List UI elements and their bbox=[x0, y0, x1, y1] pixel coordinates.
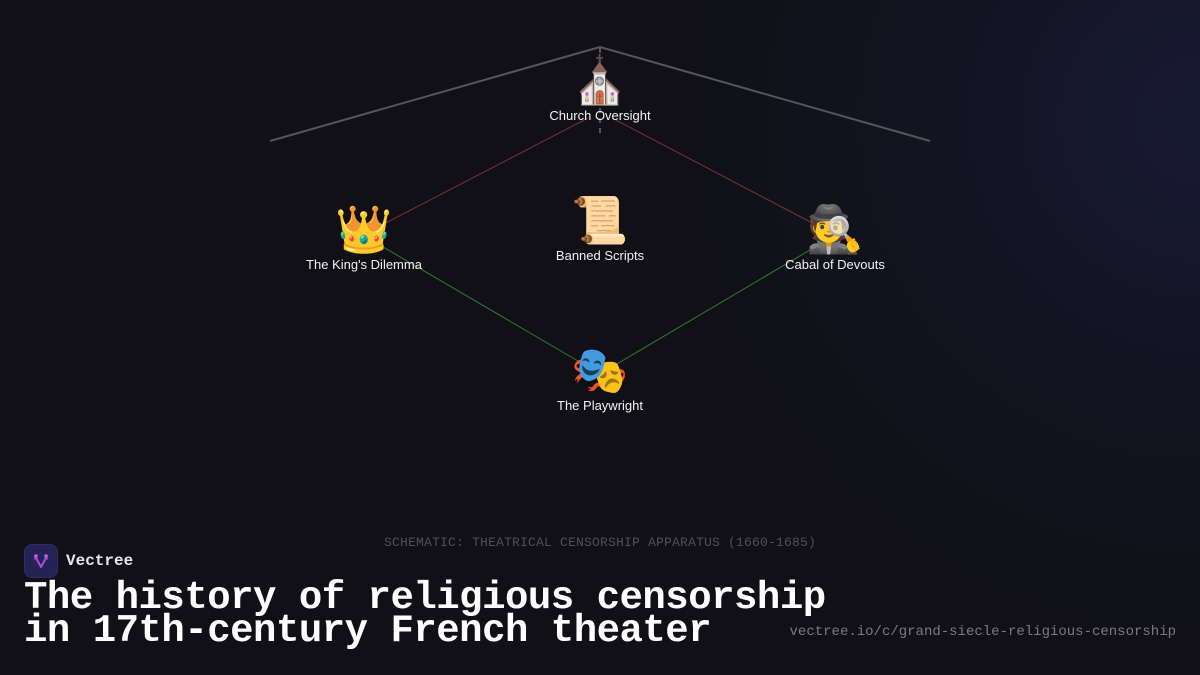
node-banned-scripts[interactable]: 📜 Banned Scripts bbox=[556, 194, 644, 263]
performing-arts-icon: 🎭 bbox=[571, 343, 629, 397]
edge-cabal-playwright bbox=[609, 243, 821, 369]
church-icon: ⛪ bbox=[571, 53, 629, 107]
detective-icon: 🕵 bbox=[806, 202, 864, 256]
roof-line-left bbox=[269, 46, 601, 142]
node-label: The King's Dilemma bbox=[306, 257, 422, 272]
node-cabal-of-devouts[interactable]: 🕵 Cabal of Devouts bbox=[785, 203, 885, 272]
diagram-caption: SCHEMATIC: THEATRICAL CENSORSHIP APPARAT… bbox=[383, 535, 817, 550]
node-label: The Playwright bbox=[557, 398, 643, 413]
node-church-oversight[interactable]: ⛪ Church Oversight bbox=[549, 54, 650, 123]
edge-church-king bbox=[379, 117, 589, 227]
node-label: Banned Scripts bbox=[555, 248, 645, 263]
node-kings-dilemma[interactable]: 👑 The King's Dilemma bbox=[306, 203, 422, 272]
brand[interactable]: Vectree bbox=[24, 544, 133, 578]
edge-king-playwright bbox=[377, 243, 591, 369]
page-title: The history of religious censorship in 1… bbox=[24, 576, 826, 653]
edge-church-cabal bbox=[611, 117, 819, 227]
roof-line-right bbox=[599, 46, 931, 142]
node-label: Church Oversight bbox=[549, 108, 651, 123]
title-line-1: The history of religious censorship bbox=[24, 576, 826, 620]
crown-icon: 👑 bbox=[335, 202, 393, 256]
node-the-playwright[interactable]: 🎭 The Playwright bbox=[557, 344, 643, 413]
brand-name: Vectree bbox=[66, 552, 134, 570]
node-label: Cabal of Devouts bbox=[785, 257, 885, 272]
scroll-icon: 📜 bbox=[571, 193, 629, 247]
vectree-logo-icon bbox=[24, 544, 58, 578]
title-line-2: in 17th-century French theater bbox=[24, 609, 712, 653]
source-url[interactable]: vectree.io/c/grand-siecle-religious-cens… bbox=[789, 624, 1176, 640]
